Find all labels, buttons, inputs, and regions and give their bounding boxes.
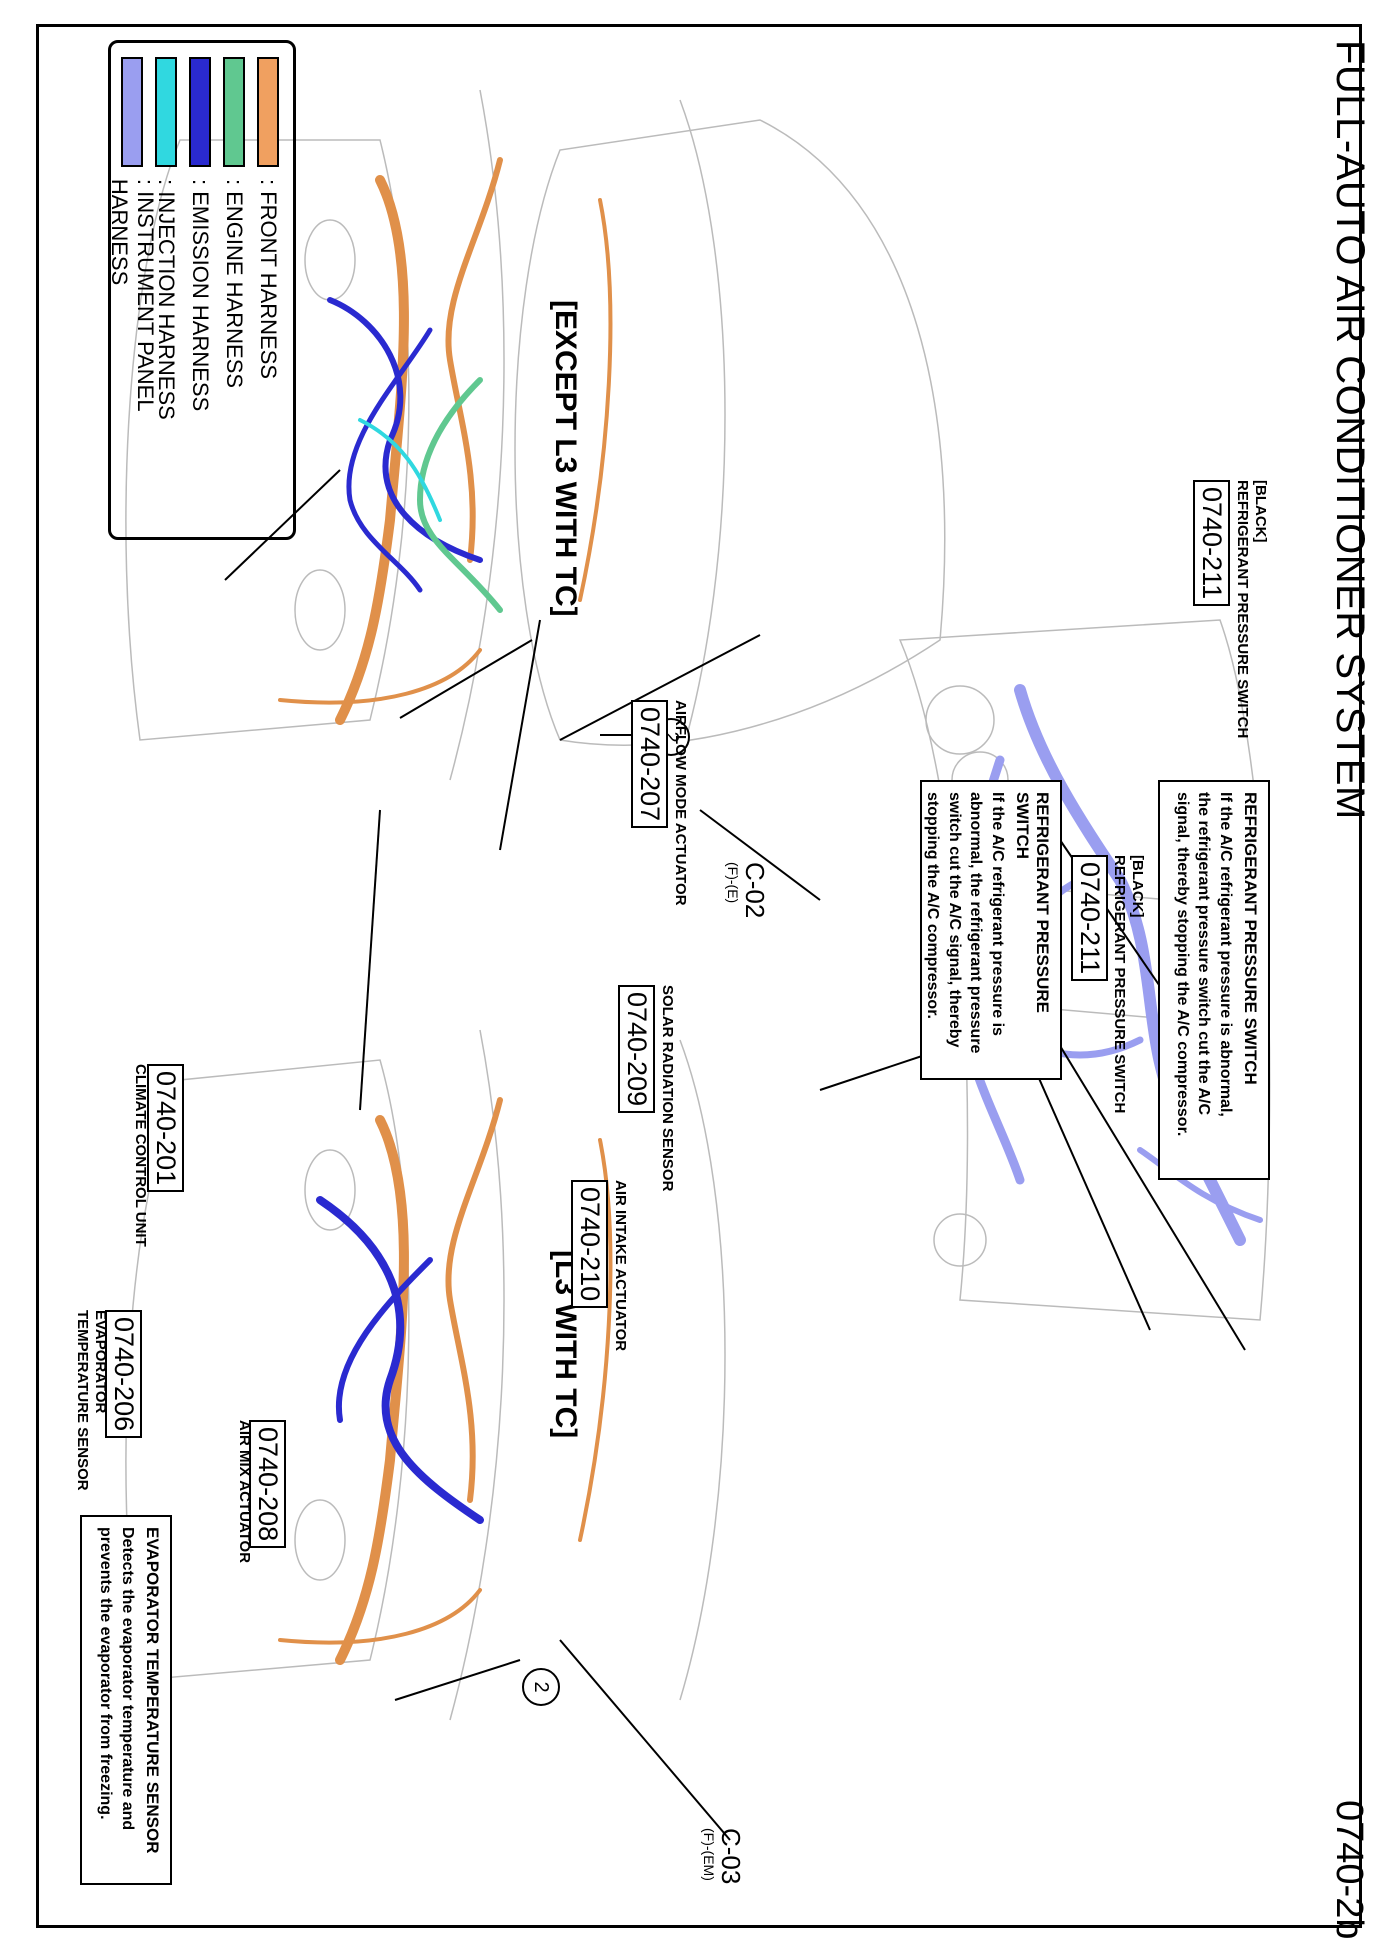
solar-label: SOLAR RADIATION SENSOR xyxy=(659,985,676,1192)
solar-code: 0740-209 xyxy=(618,985,655,1114)
note-rps-b-line-2: abnormal, the refrigerant pressure xyxy=(967,792,985,1054)
note-evap-line-2: prevents the evaporator from freezing. xyxy=(97,1527,115,1820)
intake-label: AIR INTAKE ACTUATOR xyxy=(612,1180,629,1352)
leader-c03 xyxy=(559,1639,731,1841)
evap-label2: TEMPERATURE SENSOR xyxy=(74,1310,91,1491)
legend-row: : FRONT HARNESS xyxy=(253,57,283,523)
airmix-code: 0740-208 xyxy=(249,1420,286,1549)
legend-label-emission: : EMISSION HARNESS xyxy=(188,179,213,412)
view-heading-except: [EXCEPT L3 WITH TC] xyxy=(549,300,582,617)
note-rps-b-title: REFRIGERANT PRESSURE SWITCH xyxy=(1013,792,1052,1014)
rps-l3-code: 0740-211 xyxy=(1071,855,1108,982)
ground-marker-2: 2 xyxy=(522,1668,560,1706)
legend-swatch-instrument xyxy=(121,57,143,167)
connector-c02: C-02 xyxy=(740,862,770,919)
note-rps-b-line-3: switch cut the A/C signal, thereby xyxy=(945,792,963,1048)
engine-bay-l3-outline xyxy=(125,1029,726,1721)
leader-rps-l3 xyxy=(359,809,381,1111)
engine-bay-except-harness xyxy=(278,157,613,725)
evap-code: 0740-206 xyxy=(105,1310,142,1439)
legend-swatch-injection xyxy=(155,57,177,167)
note-rps-b-line-1: If the A/C refrigerant pressure is xyxy=(989,792,1006,1036)
note-rps-a-line-1: If the A/C refrigerant pressure is abnor… xyxy=(1217,792,1234,1117)
legend-row: : EMISSION HARNESS xyxy=(185,57,215,523)
legend-swatch-emission xyxy=(189,57,211,167)
legend-label-front: : FRONT HARNESS xyxy=(256,179,281,380)
note-rps-a: REFRIGERANT PRESSURE SWITCH If the A/C r… xyxy=(1158,780,1270,1180)
note-evap-line-1: Detects the evaporator temperature and xyxy=(119,1527,136,1831)
rps-except-label1: REFRIGERANT PRESSURE SWITCH xyxy=(1234,480,1251,739)
evap-label1: EVAPORATOR xyxy=(92,1310,109,1414)
note-evap: EVAPORATOR TEMPERATURE SENSOR Detects th… xyxy=(80,1515,172,1885)
airflow-code: 0740-207 xyxy=(631,700,668,829)
connector-c03-sub: (F)-(EM) xyxy=(701,1828,717,1881)
leader-ground2 xyxy=(394,1659,521,1701)
airmix-label: AIR MIX ACTUATOR xyxy=(236,1420,253,1564)
leader-airflow xyxy=(499,619,541,851)
legend-label-instrument: : INSTRUMENT PANEL HARNESS xyxy=(107,178,158,411)
note-rps-a-title: REFRIGERANT PRESSURE SWITCH xyxy=(1241,792,1260,1085)
harness-legend: : FRONT HARNESS : ENGINE HARNESS : EMISS… xyxy=(107,40,296,540)
note-rps-b: REFRIGERANT PRESSURE SWITCH If the A/C r… xyxy=(920,780,1062,1080)
intake-code: 0740-210 xyxy=(571,1180,608,1309)
legend-row: : ENGINE HARNESS xyxy=(219,57,249,523)
leader-solar xyxy=(699,809,821,901)
note-evap-title: EVAPORATOR TEMPERATURE SENSOR xyxy=(143,1527,162,1854)
leader-c02 xyxy=(559,634,761,741)
connector-c03: C-03 xyxy=(716,1828,746,1885)
legend-label-engine: : ENGINE HARNESS xyxy=(222,179,247,389)
rps-l3-label2: [BLACK] xyxy=(1129,855,1146,918)
note-rps-a-line-2: the refrigerant pressure switch cut the … xyxy=(1195,792,1213,1116)
note-rps-a-line-3: signal, thereby stopping the A/C compres… xyxy=(1173,792,1191,1137)
legend-swatch-front xyxy=(257,57,279,167)
airflow-label: AIRFLOW MODE ACTUATOR xyxy=(672,700,689,906)
leader-ground1-b xyxy=(399,639,533,719)
climate-label: CLIMATE CONTROL UNIT xyxy=(132,1064,149,1247)
climate-code: 0740-201 xyxy=(147,1064,184,1193)
connector-c02-sub: (F)-(E) xyxy=(725,862,741,904)
rps-except-label2: [BLACK] xyxy=(1252,480,1269,543)
leader-rps-except xyxy=(224,469,341,581)
note-rps-b-line-4: stopping the A/C compressor. xyxy=(924,792,942,1019)
rps-l3-label1: REFRIGERANT PRESSURE SWITCH xyxy=(1111,855,1128,1114)
legend-swatch-engine xyxy=(223,57,245,167)
legend-row: : INSTRUMENT PANEL HARNESS xyxy=(107,57,158,523)
rps-except-code: 0740-211 xyxy=(1193,480,1230,607)
